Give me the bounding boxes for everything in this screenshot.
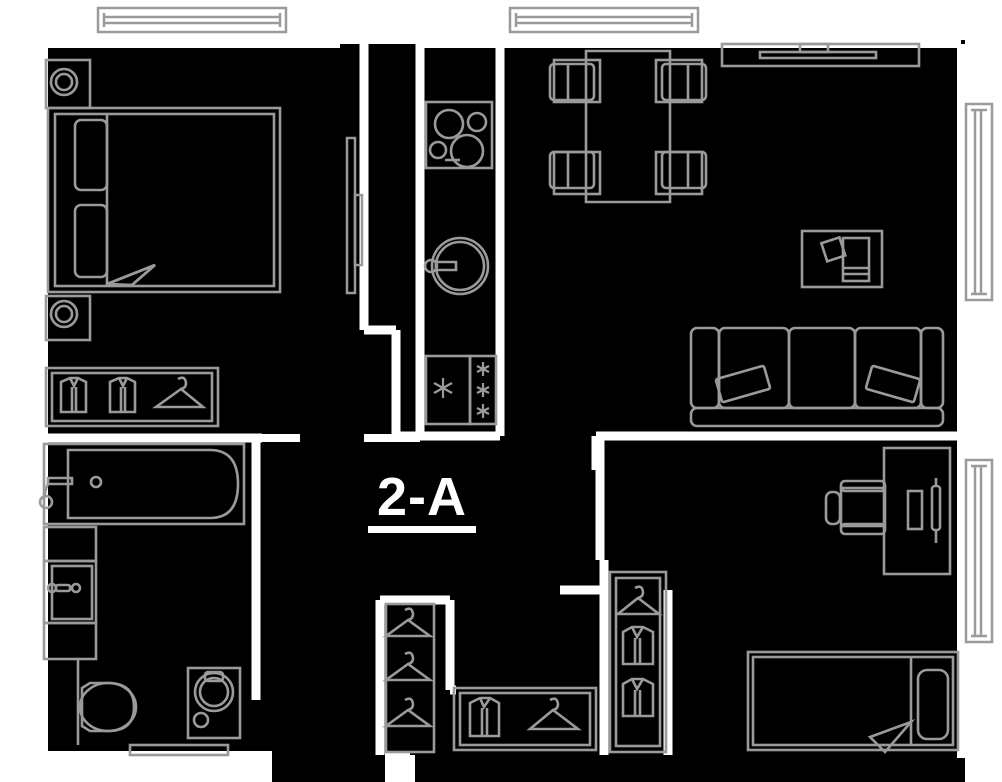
dining-chair-2[interactable] xyxy=(654,58,708,104)
master-bedroom-furniture xyxy=(44,58,282,428)
unit-label-underline xyxy=(368,526,476,533)
shower-head-icon xyxy=(38,476,74,510)
hanger-icon xyxy=(526,697,582,731)
window-top-right[interactable] xyxy=(508,6,700,34)
washing-machine[interactable] xyxy=(186,666,242,740)
hanger-icon xyxy=(382,651,434,682)
bath-counter-lower xyxy=(42,621,98,661)
bath-threshold xyxy=(128,743,230,757)
wardrobe-master[interactable] xyxy=(44,366,220,428)
office-furniture xyxy=(824,446,952,576)
windows-group xyxy=(96,6,994,644)
window-top-left[interactable] xyxy=(96,6,288,34)
window-right-upper[interactable] xyxy=(964,102,994,302)
freezer[interactable] xyxy=(468,354,498,426)
unit-label: 2-A xyxy=(368,467,476,533)
shirt-icon xyxy=(621,677,655,718)
shirt-icon xyxy=(108,376,137,414)
snowflake-icon xyxy=(476,404,490,418)
closet-shirt-hanger[interactable] xyxy=(452,686,598,752)
toilet[interactable] xyxy=(76,659,138,745)
second-bedroom-furniture xyxy=(746,650,960,754)
desk-chair[interactable] xyxy=(824,479,887,536)
dining-set xyxy=(548,49,708,204)
dining-chair-3[interactable] xyxy=(548,150,602,196)
hanger-icon xyxy=(382,697,434,728)
sliding-door-bedroom[interactable] xyxy=(345,136,364,295)
double-bed[interactable] xyxy=(46,106,282,294)
dining-chair-1[interactable] xyxy=(548,58,602,104)
nightstand-lower[interactable] xyxy=(44,294,92,342)
sofa[interactable] xyxy=(689,326,945,428)
cooktop[interactable] xyxy=(424,100,494,170)
shirt-icon xyxy=(621,625,655,666)
wardrobe-hall-vertical[interactable] xyxy=(608,570,668,754)
interior-walls xyxy=(44,44,965,755)
snowflake-icon xyxy=(476,362,490,376)
unit-label-text: 2-A xyxy=(377,467,467,527)
hall-closets xyxy=(382,570,668,754)
tv-console[interactable] xyxy=(720,42,921,68)
hanger-icon xyxy=(614,585,663,616)
kitchen-sink[interactable] xyxy=(423,236,490,296)
closet-hangers[interactable] xyxy=(382,602,436,754)
kitchen-furniture xyxy=(423,100,498,426)
snowflake-icon xyxy=(433,378,453,398)
single-bed[interactable] xyxy=(746,650,960,754)
snowflake-icon xyxy=(476,383,490,397)
coffee-table[interactable] xyxy=(800,229,884,289)
bathroom-furniture xyxy=(38,442,246,757)
hanger-icon xyxy=(382,607,434,638)
shirt-icon xyxy=(59,376,88,414)
dining-chair-4[interactable] xyxy=(654,150,708,196)
shirt-icon xyxy=(468,696,501,738)
poche-notches xyxy=(385,755,415,782)
living-room-furniture xyxy=(689,229,945,428)
walls xyxy=(40,34,965,759)
bathtub[interactable] xyxy=(42,442,246,526)
window-right-lower[interactable] xyxy=(964,458,994,644)
hanger-icon xyxy=(151,376,207,409)
